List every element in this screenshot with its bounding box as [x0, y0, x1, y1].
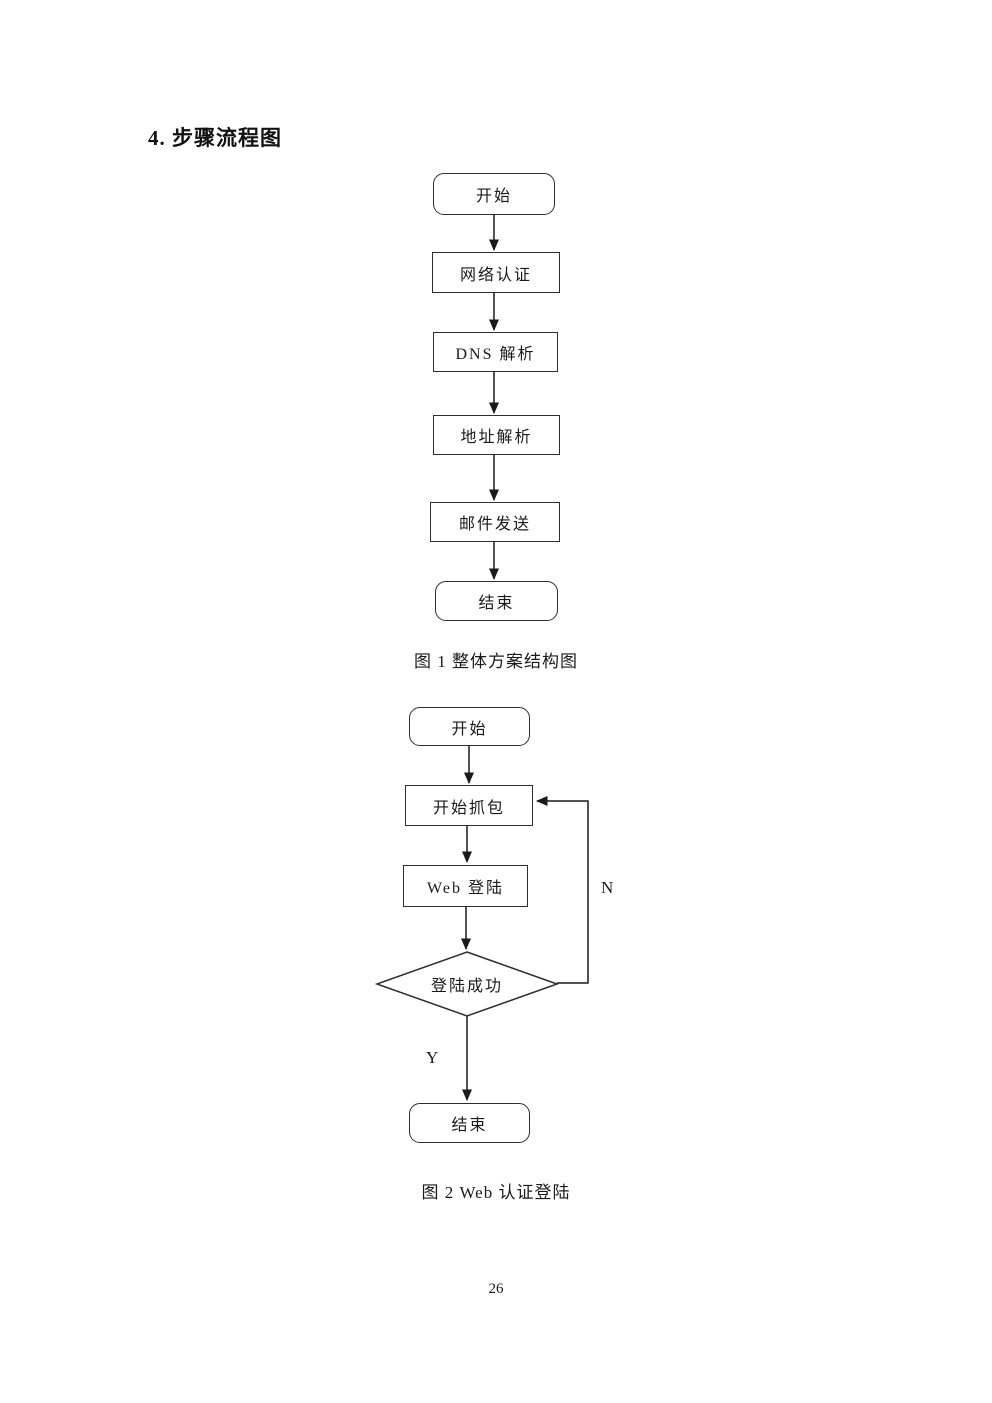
- flowchart2-step-start-capture: 开始抓包: [405, 785, 533, 826]
- flowchart1-step-dns-resolve: DNS 解析: [433, 332, 558, 372]
- flowchart1-step-address-resolve: 地址解析: [433, 415, 560, 455]
- yes-branch-label: Y: [426, 1048, 439, 1067]
- flowchart2-decision-login-success: 登陆成功: [430, 978, 503, 995]
- flowchart1-step-mail-send: 邮件发送: [430, 502, 560, 542]
- flowchart1-start-node: 开始: [433, 173, 555, 215]
- section-heading: 4. 步骤流程图: [148, 126, 282, 150]
- flowchart1-step-network-auth: 网络认证: [432, 252, 560, 293]
- flowchart2-arrows: [461, 746, 589, 1101]
- flowchart2-end-node: 结束: [409, 1103, 530, 1143]
- no-branch-loop-line: [536, 796, 589, 984]
- no-branch-label: N: [601, 878, 614, 897]
- figure2-caption: 图 2 Web 认证登陆: [421, 1183, 571, 1202]
- flowchart2-step-web-login: Web 登陆: [403, 865, 528, 907]
- flowchart1-end-node: 结束: [435, 581, 558, 621]
- figure1-caption: 图 1 整体方案结构图: [414, 652, 578, 671]
- page-number: 26: [488, 1281, 504, 1297]
- decision-diamond-shape: [374, 951, 560, 1017]
- flowchart2-start-node: 开始: [409, 707, 530, 746]
